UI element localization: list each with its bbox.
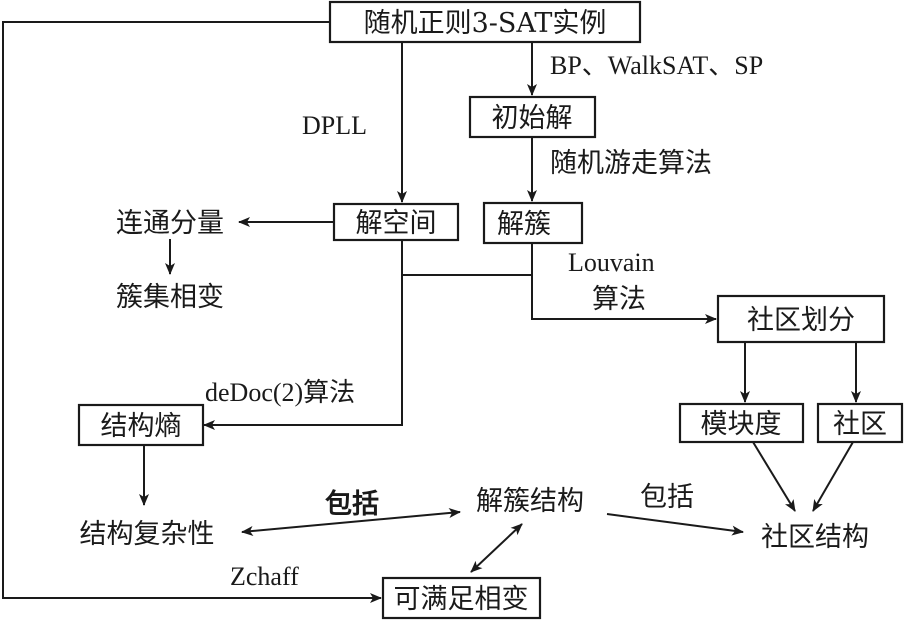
edge-label-dedoc: deDoc(2)算法 [205,378,355,407]
node-modularity: 模块度 [678,402,805,444]
node-modularity-label: 模块度 [701,409,782,440]
node-structural-entropy-label: 结构熵 [101,411,182,442]
edge-label-louvain-algo: 算法 [592,284,646,315]
edge-label-includes-right: 包括 [640,482,694,513]
node-community: 社区 [816,402,904,444]
node-solution-space-label: 解空间 [356,208,437,239]
node-solution-cluster: 解簇 [482,201,584,245]
edge-dedoc [203,275,403,430]
edge-includes-left [241,508,461,536]
edge-label-includes-left: 包括 [325,488,379,520]
node-instance: 随机正则3-SAT实例 [328,0,642,44]
edge-label-zchaff: Zchaff [230,562,299,591]
node-connected-components: 连通分量 [116,208,224,239]
edge-label-dpll: DPLL [302,111,367,140]
edge-modularity-to-structure [752,441,796,512]
node-structural-entropy: 结构熵 [77,403,205,447]
node-cluster-structure: 解簇结构 [476,486,584,517]
edge-junction [401,240,532,276]
node-initial-solution: 初始解 [468,95,597,139]
edge-includes-right [606,513,744,536]
node-community-structure: 社区结构 [761,522,869,553]
edge-label-random-walk: 随机游走算法 [550,148,712,179]
edge-label-bp-walksat-sp: BP、WalkSAT、SP [550,51,763,80]
node-clustering-transition: 簇集相变 [116,282,224,313]
node-community-partition: 社区划分 [716,294,886,344]
node-solution-space: 解空间 [332,202,460,242]
node-satisfiability-transition-label: 可满足相变 [394,584,529,615]
node-solution-cluster-label: 解簇 [497,209,551,240]
node-community-partition-label: 社区划分 [747,305,855,336]
node-initial-solution-label: 初始解 [492,103,573,134]
edge-louvain [531,275,717,324]
node-instance-label: 随机正则3-SAT实例 [364,8,607,39]
node-satisfiability-transition: 可满足相变 [381,576,542,620]
edge-zchaff [2,21,382,603]
node-community-label: 社区 [833,409,887,440]
edge-community-to-structure [812,441,854,512]
edge-label-louvain: Louvain [568,248,655,277]
edge-structure-to-sat [470,523,523,573]
node-structural-complexity: 结构复杂性 [80,519,215,550]
